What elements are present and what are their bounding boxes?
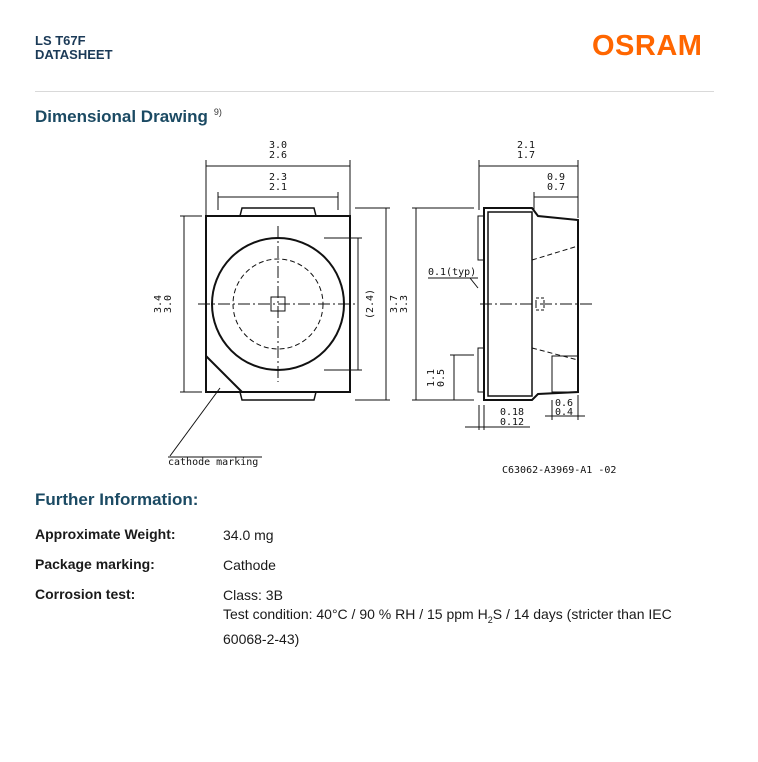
info-value: Cathode xyxy=(223,557,276,573)
dim-gap-max: 0.18 xyxy=(500,407,524,418)
dim-lens-dia: (2.4) xyxy=(365,289,376,319)
dim-typ: 0.1(typ) xyxy=(428,267,476,278)
info-label: Approximate Weight: xyxy=(35,526,176,542)
condition-text: Test condition: 40°C / 90 % RH / 15 ppm … xyxy=(223,606,488,622)
dim-top-width-max: 3.0 xyxy=(269,140,287,151)
further-info-title: Further Information: xyxy=(35,490,199,509)
corrosion-condition-line2: 60068-2-43) xyxy=(223,630,300,647)
condition-text-post: S / 14 days (stricter than IEC xyxy=(492,606,672,622)
dim-lead-h-max: 1.1 xyxy=(426,369,437,387)
dim-side2-max: 0.9 xyxy=(547,172,565,183)
dim-height-max: 3.4 xyxy=(153,295,164,313)
header-divider xyxy=(35,91,714,92)
info-label: Package marking: xyxy=(35,556,155,572)
document-header: LS T67F DATASHEET xyxy=(35,34,113,62)
dim-lead-w-min: 0.4 xyxy=(555,407,573,418)
dim-gap-min: 0.12 xyxy=(500,417,524,428)
cathode-label: cathode marking xyxy=(168,457,258,468)
corrosion-condition: Test condition: 40°C / 90 % RH / 15 ppm … xyxy=(223,605,672,630)
info-value: Class: 3B Test condition: 40°C / 90 % RH… xyxy=(223,586,672,649)
info-label: Corrosion test: xyxy=(35,586,136,602)
dim-lead-w-max: 0.6 xyxy=(555,398,573,409)
dim-overall-height-max: 3.7 xyxy=(389,295,400,313)
dim-lead-h-min: 0.5 xyxy=(436,369,447,387)
dim-top-width-min: 2.6 xyxy=(269,150,287,161)
dim-side2-min: 0.7 xyxy=(547,182,565,193)
dim-side-width-max: 2.1 xyxy=(517,140,535,151)
product-name: LS T67F xyxy=(35,33,86,48)
dim-height-min: 3.0 xyxy=(163,295,174,313)
osram-logo: OSRAM xyxy=(592,30,703,62)
condition-subscript: 2 xyxy=(487,614,493,625)
dim-inner-width-max: 2.3 xyxy=(269,172,287,183)
dim-inner-width-min: 2.1 xyxy=(269,182,287,193)
dimensional-drawing: 3.0 2.6 2.3 2.1 3.4 3.0 (2.4) 3.7 3.3 ca… xyxy=(153,140,616,476)
drawing-title-text: Dimensional Drawing xyxy=(35,107,208,126)
dim-side-width-min: 1.7 xyxy=(517,150,535,161)
doc-type: DATASHEET xyxy=(35,47,113,62)
footnote-mark: 9) xyxy=(213,107,222,118)
info-value: 34.0 mg xyxy=(223,527,274,543)
corrosion-class: Class: 3B xyxy=(223,587,283,603)
drawing-number: C63062-A3969-A1 -02 xyxy=(502,465,616,476)
dim-overall-height-min: 3.3 xyxy=(399,295,410,313)
drawing-section-title: Dimensional Drawing 9) xyxy=(35,107,222,127)
